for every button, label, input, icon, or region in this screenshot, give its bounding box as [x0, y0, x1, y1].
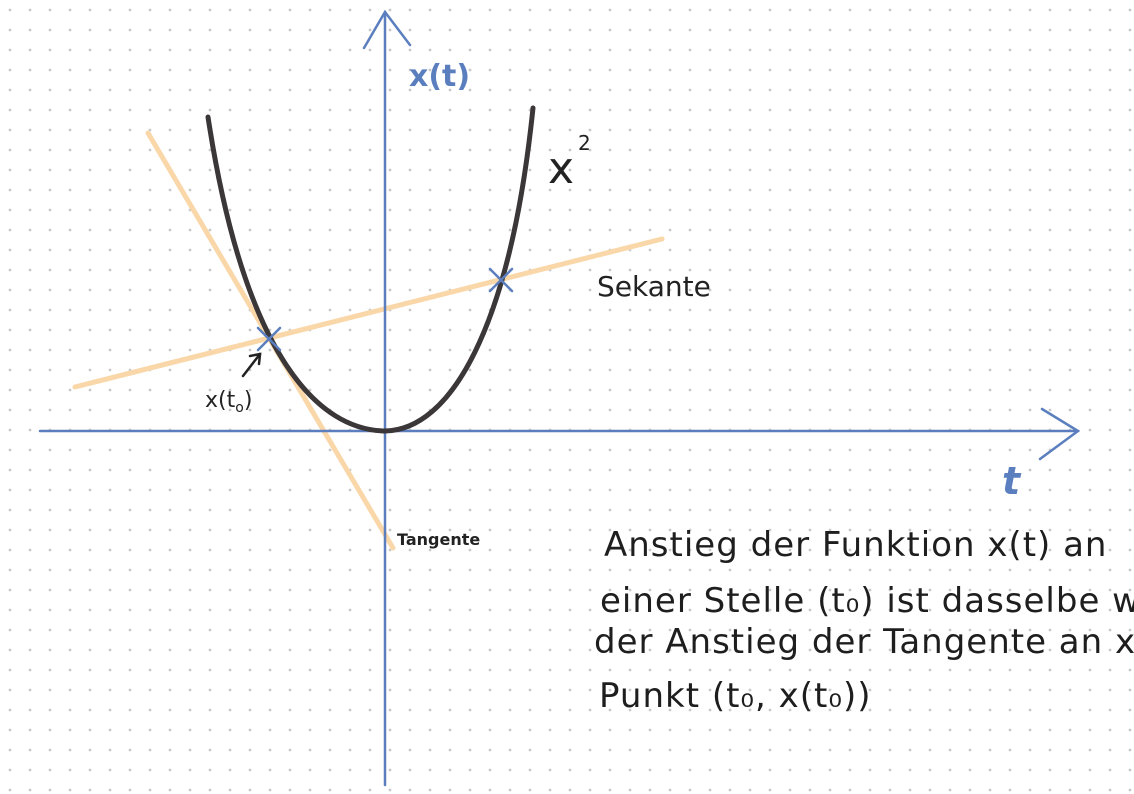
- y-axis: [362, 9, 412, 787]
- point-arrow: [241, 352, 262, 378]
- tangent-label: Tangente: [397, 530, 480, 549]
- note-line-4: Punkt (t₀, x(t₀)): [599, 676, 872, 716]
- x-axis: [38, 407, 1081, 461]
- x-axis-arrowhead: [1038, 407, 1081, 461]
- explanation-note: Anstieg der Funktion x(t) an einer Stell…: [594, 525, 1134, 716]
- y-axis-label: x(t): [409, 59, 470, 94]
- secant-point-marker: [488, 267, 514, 293]
- note-line-3: der Anstieg der Tangente an x(t) am: [594, 622, 1134, 662]
- curve-exponent: 2: [578, 131, 591, 155]
- point-label-suffix: ): [244, 388, 253, 413]
- point-label: x(to): [205, 388, 252, 416]
- y-axis-arrowhead: [362, 9, 412, 50]
- parabola-curve: [205, 105, 536, 434]
- point-label-subscript: o: [235, 400, 244, 416]
- tangent-point-marker: [256, 326, 282, 352]
- x-axis-label: t: [1002, 459, 1022, 503]
- point-label-prefix: x(t: [205, 388, 236, 413]
- secant-line: [72, 236, 665, 390]
- note-line-1: Anstieg der Funktion x(t) an: [604, 525, 1108, 565]
- secant-label: Sekante: [597, 270, 711, 303]
- curve-label: x: [548, 143, 574, 194]
- note-line-2: einer Stelle (t₀) ist dasselbe wie: [600, 581, 1134, 621]
